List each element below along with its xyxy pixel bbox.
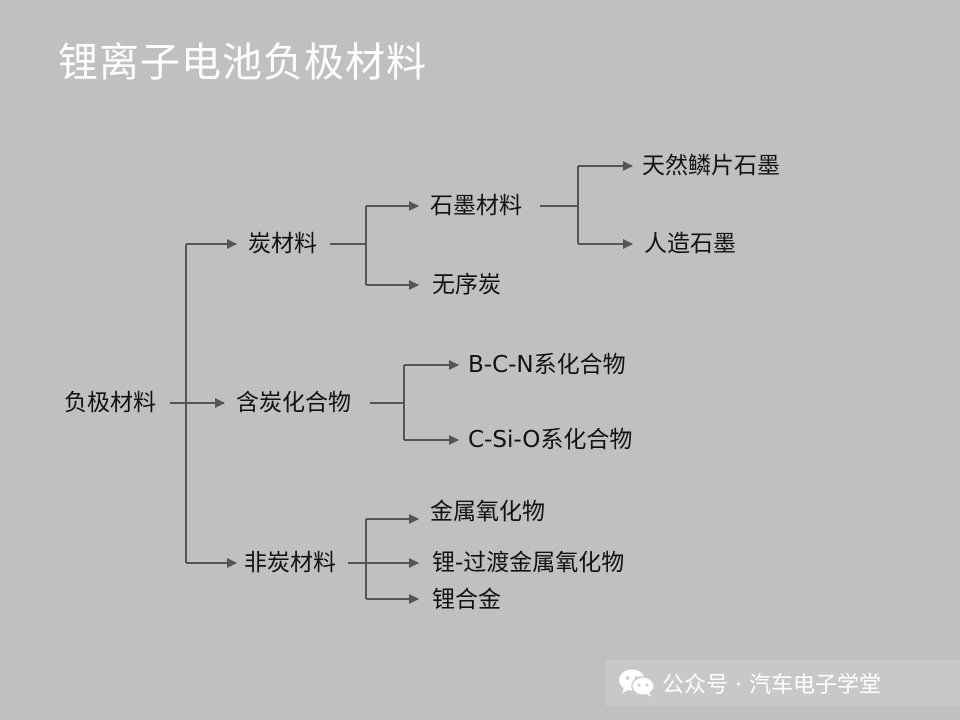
node-bcn-compounds: B-C-N系化合物 <box>468 352 626 378</box>
node-non-carbon-materials: 非炭材料 <box>244 550 336 576</box>
watermark-text: 公众号 · 汽车电子学堂 <box>662 673 881 698</box>
node-root: 负极材料 <box>64 390 156 416</box>
watermark: 公众号 · 汽车电子学堂 <box>606 660 960 706</box>
node-disordered-carbon: 无序炭 <box>432 272 501 298</box>
node-carbon-materials: 炭材料 <box>248 231 317 257</box>
node-artificial-graphite: 人造石墨 <box>644 231 736 257</box>
node-lithium-transition-metal-oxides: 锂-过渡金属氧化物 <box>432 550 625 576</box>
node-graphite: 石墨材料 <box>430 193 522 219</box>
slide-title: 锂离子电池负极材料 <box>58 40 427 86</box>
node-natural-flake-graphite: 天然鳞片石墨 <box>642 153 780 179</box>
node-lithium-alloy: 锂合金 <box>432 587 501 613</box>
node-csio-compounds: C-Si-O系化合物 <box>468 427 633 453</box>
wechat-icon <box>618 668 656 698</box>
node-carbon-compounds: 含炭化合物 <box>236 390 351 416</box>
node-metal-oxides: 金属氧化物 <box>430 499 545 525</box>
